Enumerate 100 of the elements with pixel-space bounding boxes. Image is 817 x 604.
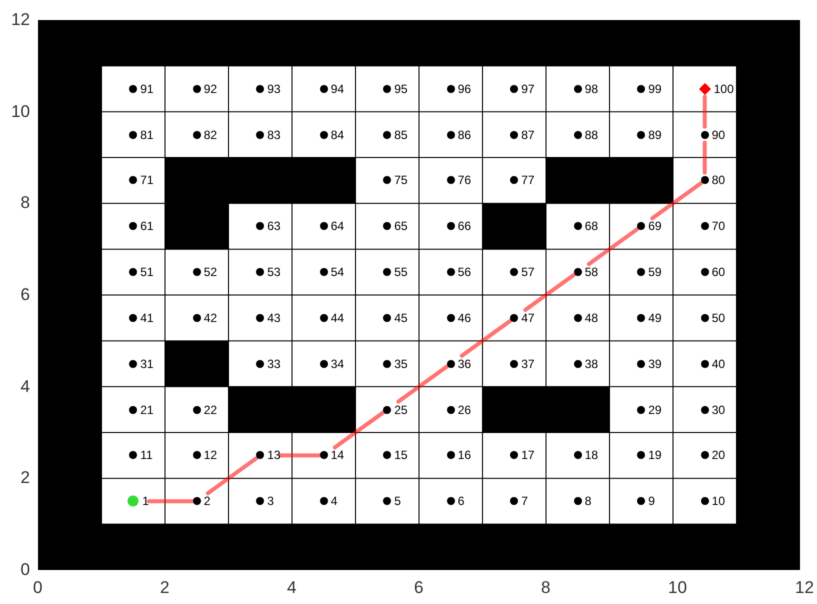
point-number: 37 xyxy=(521,356,535,371)
point-number: 87 xyxy=(521,128,535,142)
point-number: 96 xyxy=(458,82,472,96)
point-number: 80 xyxy=(712,173,726,188)
point-number: 20 xyxy=(712,448,726,462)
axis-tick-label: 8 xyxy=(541,578,550,598)
point-number: 86 xyxy=(458,128,472,142)
point-number: 21 xyxy=(140,402,154,417)
axis-tick-label: 6 xyxy=(20,285,30,306)
point-number: 82 xyxy=(204,128,218,142)
axis-tick-label: 12 xyxy=(795,578,814,598)
point-number: 91 xyxy=(140,82,154,96)
point-number: 70 xyxy=(712,219,726,234)
path-line xyxy=(702,140,707,174)
point-number: 16 xyxy=(458,448,472,462)
point-number: 44 xyxy=(330,310,344,325)
axis-tick-label: 12 xyxy=(11,10,30,30)
point-number: 30 xyxy=(712,402,726,417)
point-number: 8 xyxy=(584,494,592,508)
axis-tick-label: 10 xyxy=(11,102,30,122)
point-number: 75 xyxy=(394,173,408,188)
point-number: 15 xyxy=(394,448,408,462)
point-number: 92 xyxy=(204,82,218,96)
point-number: 94 xyxy=(330,82,344,96)
path-line xyxy=(278,453,322,458)
point-number: 1 xyxy=(142,494,149,508)
axis-tick-label: 0 xyxy=(33,578,42,598)
point-number: 19 xyxy=(648,448,662,462)
point-number: 50 xyxy=(712,310,726,325)
path-line xyxy=(650,181,703,220)
path-line xyxy=(460,318,512,358)
point-number: 11 xyxy=(140,448,153,462)
point-number: 88 xyxy=(584,128,598,142)
point-number: 5 xyxy=(394,494,401,508)
axis-tick-label: 4 xyxy=(20,376,30,397)
point-number: 17 xyxy=(521,448,535,462)
point-number: 81 xyxy=(140,128,154,142)
point-number: 56 xyxy=(458,265,472,280)
point-number: 55 xyxy=(394,265,408,280)
axis-tick-label: 2 xyxy=(20,468,30,488)
point-number: 49 xyxy=(648,310,662,325)
path-line xyxy=(586,227,640,266)
point-number: 64 xyxy=(330,219,344,234)
point-number: 6 xyxy=(458,494,464,508)
point-number: 40 xyxy=(712,356,726,371)
point-number: 100 xyxy=(714,82,734,96)
path-line xyxy=(146,499,195,504)
point-number: 13 xyxy=(267,448,281,462)
point-number: 68 xyxy=(584,219,598,234)
axis-tick-label: 10 xyxy=(668,578,687,598)
path-line xyxy=(206,456,258,496)
point-number: 61 xyxy=(140,219,154,234)
axis-tick-label: 0 xyxy=(20,560,30,580)
path-line xyxy=(332,410,386,450)
point-number: 58 xyxy=(584,265,598,280)
point-number: 18 xyxy=(584,448,598,462)
point-number: 35 xyxy=(394,356,408,371)
point-number: 25 xyxy=(394,402,408,417)
point-number: 38 xyxy=(584,356,598,371)
point-number: 77 xyxy=(521,173,535,188)
point-number: 2 xyxy=(204,494,210,508)
point-number: 33 xyxy=(267,356,281,371)
point-number: 89 xyxy=(648,128,662,142)
point-number: 7 xyxy=(521,494,528,508)
point-number: 69 xyxy=(648,219,662,234)
point-number: 9 xyxy=(648,494,655,508)
point-number: 43 xyxy=(267,310,281,325)
point-number: 12 xyxy=(204,448,218,462)
point-number: 14 xyxy=(330,448,344,462)
point-number: 66 xyxy=(458,219,472,234)
axis-tick-label: 6 xyxy=(414,578,424,598)
path-line xyxy=(523,273,576,312)
point-number: 65 xyxy=(394,219,408,234)
point-number: 4 xyxy=(330,494,338,508)
point-number: 45 xyxy=(394,310,408,325)
point-number: 22 xyxy=(204,402,218,417)
point-number: 29 xyxy=(648,402,662,417)
axis-tick-label: 4 xyxy=(287,578,296,598)
point-number: 36 xyxy=(458,356,472,371)
point-number: 99 xyxy=(648,82,662,96)
path-line xyxy=(396,364,449,404)
point-number: 97 xyxy=(521,82,535,96)
point-number: 84 xyxy=(330,128,344,142)
point-number: 63 xyxy=(267,219,281,234)
point-number: 76 xyxy=(458,173,472,188)
axis-tick-label: 8 xyxy=(20,193,30,214)
point-number: 39 xyxy=(648,356,662,371)
point-number: 10 xyxy=(712,494,726,508)
point-number: 34 xyxy=(330,356,344,371)
point-number: 52 xyxy=(204,265,218,280)
point-number: 47 xyxy=(521,310,535,325)
point-number: 53 xyxy=(267,265,281,280)
axis-tick-label: 2 xyxy=(160,578,170,598)
point-number: 31 xyxy=(140,356,154,371)
point-number: 54 xyxy=(330,265,344,280)
point-number: 60 xyxy=(712,265,726,280)
point-number: 93 xyxy=(267,82,281,96)
point-number: 3 xyxy=(267,494,274,508)
point-number: 71 xyxy=(140,173,154,188)
point-number: 57 xyxy=(521,265,535,280)
